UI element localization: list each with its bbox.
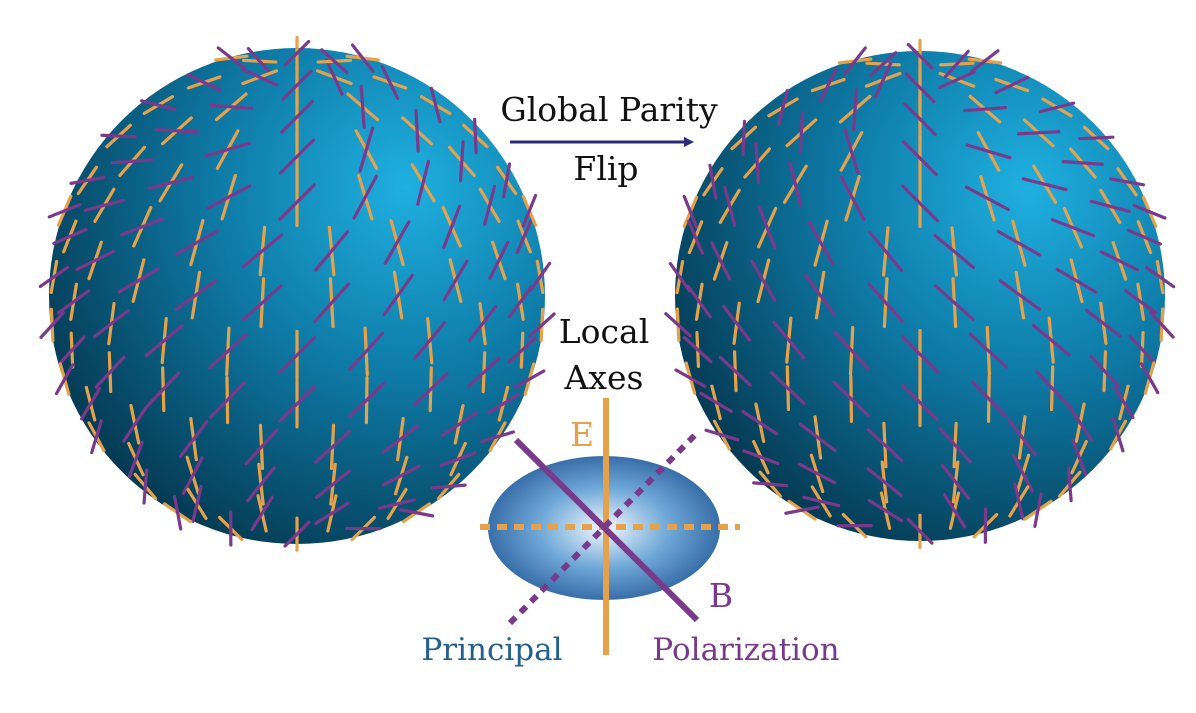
b-mode-mark xyxy=(743,121,744,154)
b-label: B xyxy=(709,576,733,615)
b-mode-mark xyxy=(475,119,476,152)
parity-flip-annotation: Global Parity Flip xyxy=(500,90,718,188)
principal-label: Principal xyxy=(421,632,562,668)
b-mode-mark xyxy=(416,111,418,151)
flip-label: Flip xyxy=(573,149,638,188)
right-sphere xyxy=(666,40,1174,547)
polarization-label: Polarization xyxy=(652,632,839,668)
left-sphere xyxy=(40,37,554,550)
b-mode-mark xyxy=(800,113,802,153)
b-mode-mark xyxy=(102,135,135,136)
local-label: Local xyxy=(559,312,650,351)
axes-label: Axes xyxy=(564,358,644,397)
b-mode-mark xyxy=(1018,132,1058,134)
global-parity-label: Global Parity xyxy=(500,90,718,129)
e-label: E xyxy=(570,415,594,454)
b-mode-mark xyxy=(1080,137,1113,138)
b-mode-mark xyxy=(157,130,197,132)
